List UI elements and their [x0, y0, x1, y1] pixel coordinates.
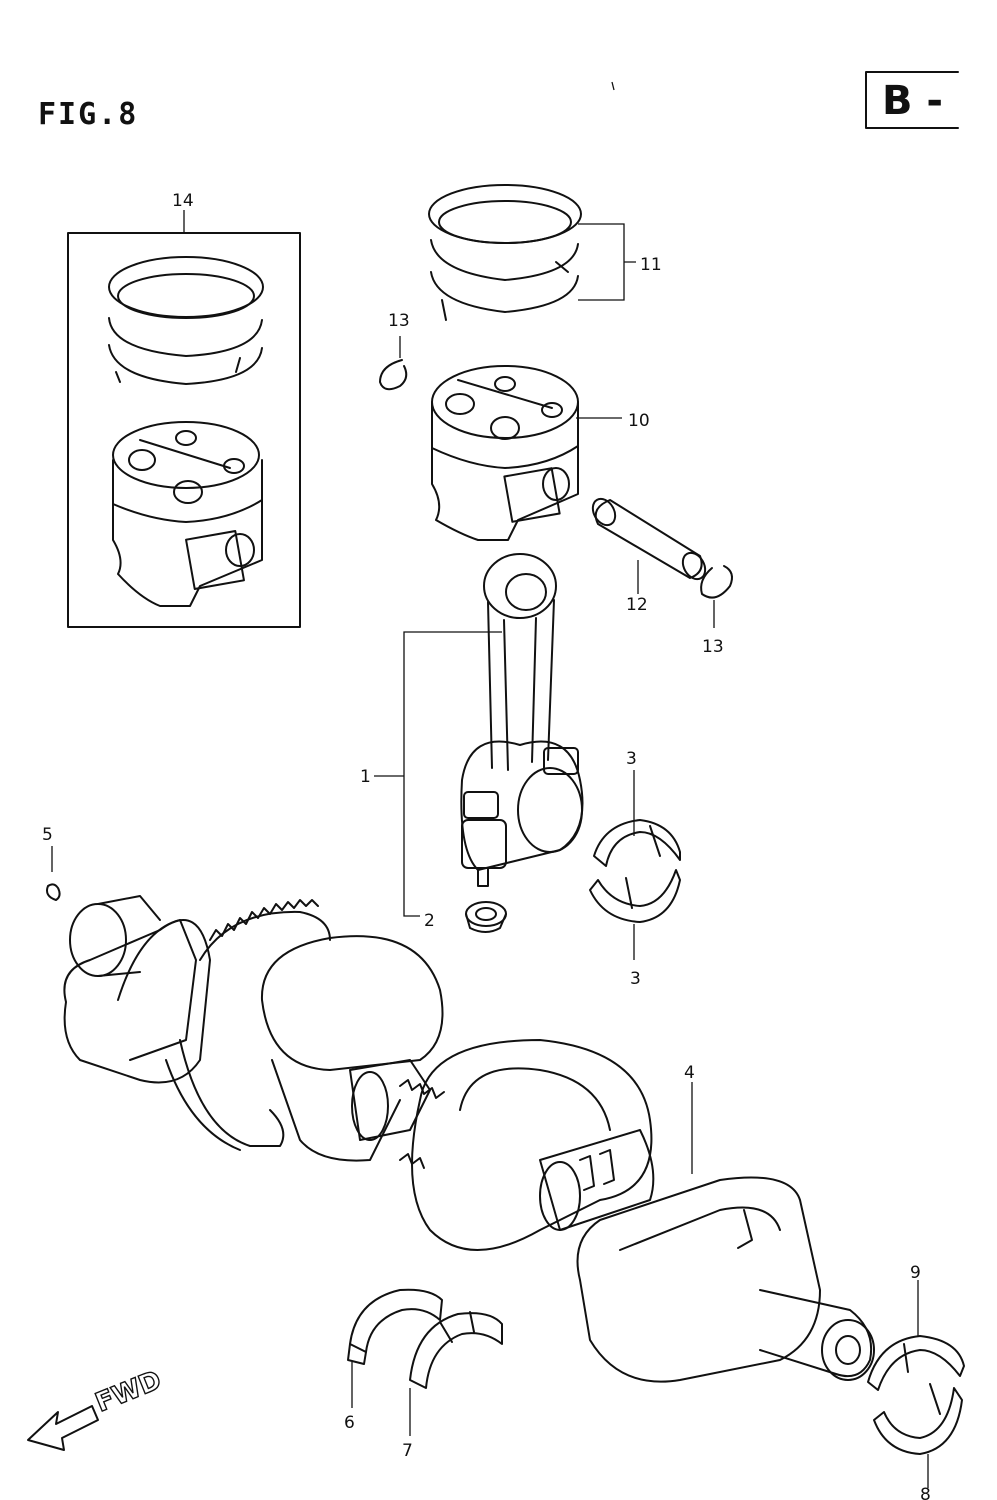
callout-8: 8: [920, 1485, 931, 1500]
piston-pin-circlip-lower: 13: [700, 565, 733, 657]
callout-10: 10: [628, 411, 650, 431]
conrod-nut: 2: [424, 901, 507, 933]
callout-1: 1: [360, 767, 371, 787]
callout-9: 9: [910, 1263, 921, 1283]
forward-direction-indicator: FWD: [27, 1364, 166, 1451]
thrust-bearing-left: 6: [344, 1288, 443, 1433]
callout-12: 12: [626, 595, 648, 615]
callout-13-lower: 13: [702, 637, 724, 657]
callout-6: 6: [344, 1413, 355, 1433]
callout-11: 11: [640, 255, 662, 275]
conrod-bearing-lower: 3: [589, 869, 681, 989]
conrod-bearing-upper: 3: [593, 749, 681, 867]
kit-frame: [67, 232, 301, 628]
callout-3-lower: 3: [630, 969, 641, 989]
thrust-bearing-right: 7: [402, 1311, 503, 1461]
kit-piston: [112, 421, 263, 607]
kit-piston-rings: [108, 256, 264, 385]
piston-pin: 12: [591, 497, 707, 615]
callout-2: 2: [424, 911, 435, 931]
speck-mark: [611, 81, 615, 91]
figure-title: FIG.8: [38, 97, 138, 132]
connecting-rod: 1: [360, 553, 584, 917]
fwd-label: FWD: [91, 1365, 165, 1418]
callout-7: 7: [402, 1441, 413, 1461]
crankshaft-main-bearing-upper: 9: [867, 1263, 965, 1391]
piston-pin-circlip-upper: 13: [379, 311, 410, 391]
callout-3-upper: 3: [626, 749, 637, 769]
fwd-arrow-icon: [27, 1405, 99, 1451]
reference-code-box: B -: [865, 71, 959, 129]
piston-ring-set: 11: [428, 184, 662, 321]
reference-code: B -: [882, 78, 943, 124]
crankshaft: 4: [63, 895, 875, 1383]
callout-13-upper: 13: [388, 311, 410, 331]
callout-5: 5: [42, 825, 53, 845]
callout-14: 14: [172, 191, 194, 211]
piston-set-kit: 14: [67, 191, 301, 628]
callout-4: 4: [684, 1063, 695, 1083]
woodruff-key: 5: [42, 825, 61, 901]
piston: 10: [431, 365, 650, 541]
crankshaft-main-bearing-lower: 8: [873, 1383, 963, 1500]
